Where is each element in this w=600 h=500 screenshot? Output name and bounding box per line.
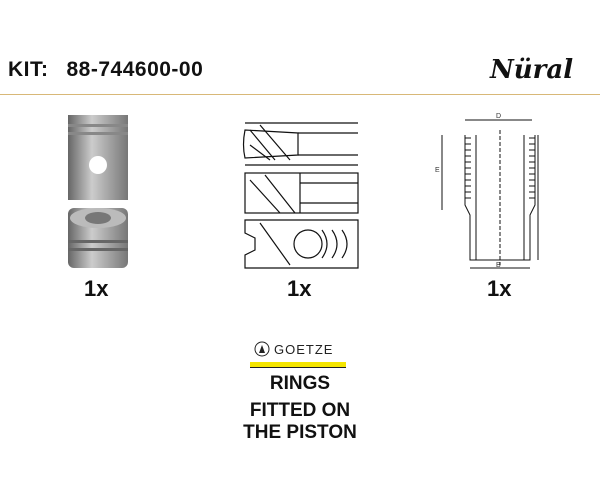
fitted-on-text: FITTED ON: [249, 400, 351, 421]
dim-b: B: [496, 262, 501, 269]
kit-number: KIT: 88-744600-00: [8, 58, 203, 82]
divider: [0, 94, 600, 95]
goetze-bar: [250, 362, 346, 368]
piston-image: [68, 115, 128, 268]
rings-text: RINGS: [269, 373, 331, 394]
liner-qty: 1x: [487, 276, 512, 301]
dim-d: D: [496, 113, 501, 120]
cylinder-liner-drawing: D E C B: [435, 113, 539, 269]
kit-number-value: 88-744600-00: [66, 58, 204, 81]
the-piston-text: THE PISTON: [243, 422, 357, 443]
goetze-emblem-icon: [254, 341, 270, 357]
kit-label: KIT:: [8, 58, 49, 81]
dim-e: E: [435, 167, 440, 174]
rings-qty: 1x: [287, 276, 312, 301]
piston-qty: 1x: [84, 276, 109, 301]
rings-drawing: [242, 122, 359, 269]
brand-logo: Nüral: [490, 55, 574, 85]
goetze-name: GOETZE: [274, 342, 334, 357]
